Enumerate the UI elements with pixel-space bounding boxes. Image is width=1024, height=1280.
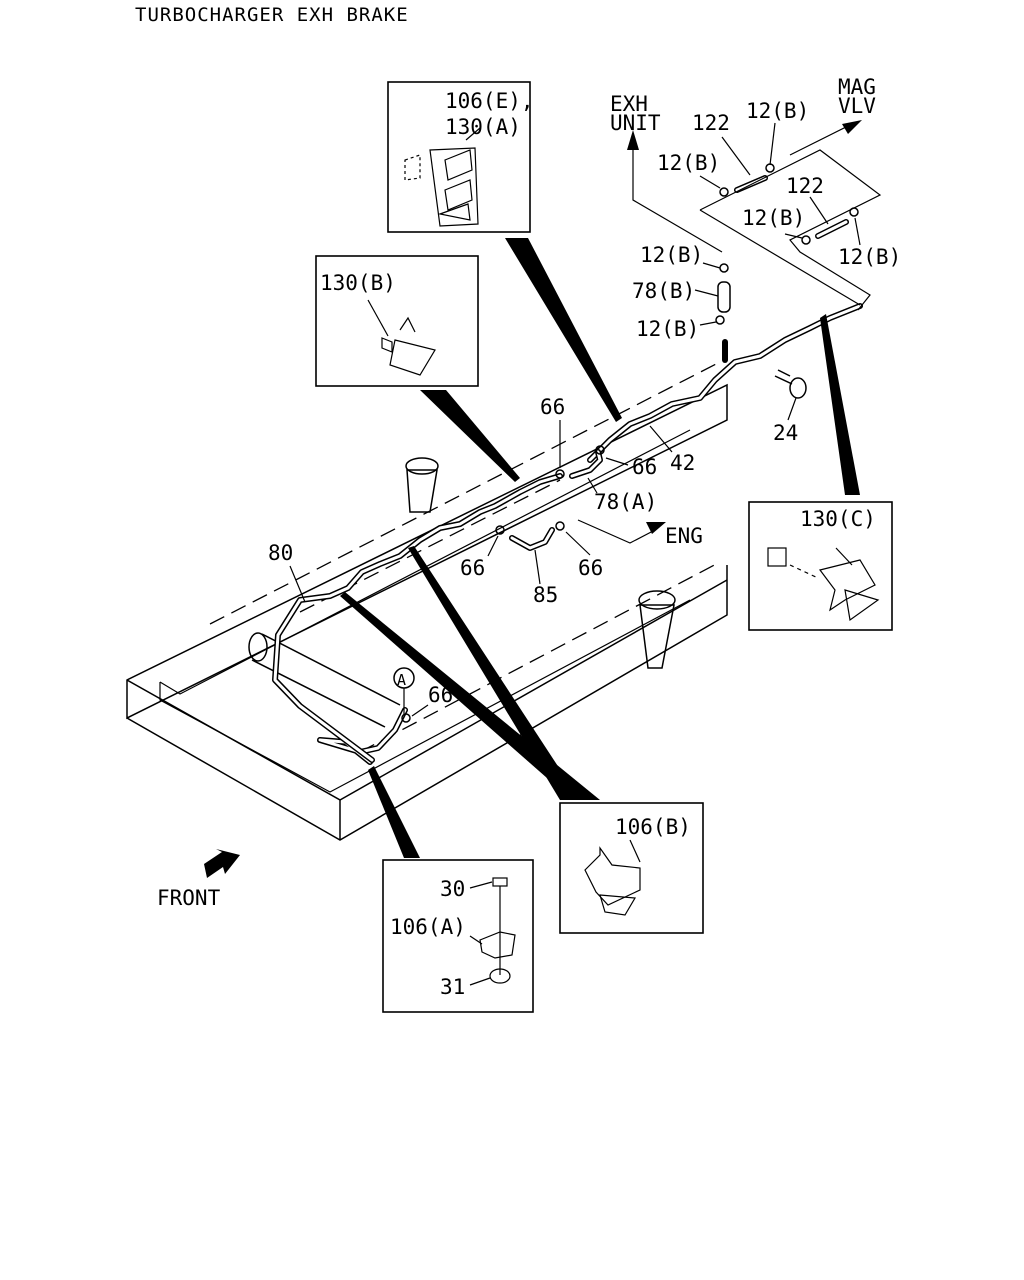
callout-12b-6: 12(B) [636, 317, 699, 341]
mag-vlv-arrow-icon [842, 120, 862, 134]
callout-130b: 130(B) [320, 271, 396, 295]
mag-vlv-label-line2: VLV [838, 94, 876, 118]
callout-42: 42 [670, 451, 695, 475]
callout-labels: EXH UNIT MAG VLV ENG FRONT 106(E), 130(A… [157, 75, 901, 999]
diagram-title: TURBOCHARGER EXH BRAKE [135, 4, 409, 26]
exh-unit-arrow-icon [627, 130, 639, 150]
callout-80: 80 [268, 541, 293, 565]
callout-85: 85 [533, 583, 558, 607]
callout-78b: 78(B) [632, 279, 695, 303]
eng-arrow-icon [646, 522, 666, 534]
vacuum-pipe-42 [587, 303, 863, 463]
detail-box-130b [315, 255, 479, 387]
detail-box-130c [748, 501, 893, 631]
callout-12b-2: 12(B) [657, 151, 720, 175]
vacuum-pipe-80 [272, 473, 563, 765]
eng-label: ENG [665, 524, 703, 548]
callout-66-2: 66 [632, 455, 657, 479]
front-label: FRONT [157, 886, 221, 910]
callout-12b-1: 12(B) [746, 99, 809, 123]
routing-guide-lines [577, 123, 882, 544]
callout-66-4: 66 [578, 556, 603, 580]
ref-a-label: A [397, 671, 406, 689]
callout-66-3: 66 [460, 556, 485, 580]
bolt-24 [774, 369, 807, 399]
callout-106e: 106(E), [445, 89, 534, 113]
callout-66-1: 66 [540, 395, 565, 419]
callout-78a: 78(A) [594, 490, 657, 514]
callout-12b-3: 12(B) [742, 206, 805, 230]
detail-leader-wedges [340, 238, 860, 858]
callout-30: 30 [440, 877, 465, 901]
exh-unit-label-line1: EXH [610, 92, 648, 116]
callout-31: 31 [440, 975, 465, 999]
callout-12b-4: 12(B) [838, 245, 901, 269]
callout-leaders [289, 122, 861, 717]
hose-78b [717, 281, 731, 313]
callout-130c: 130(C) [800, 507, 876, 531]
detail-box-106a-30-31 [382, 859, 534, 1013]
detail-box-106e-130a [387, 81, 531, 233]
callout-106a: 106(A) [390, 915, 466, 939]
callout-122-lower: 122 [786, 174, 824, 198]
callout-106b: 106(B) [615, 815, 691, 839]
detail-box-106b [559, 802, 704, 934]
clip-66-group [401, 445, 605, 723]
chassis-frame [126, 361, 728, 841]
mag-vlv-label-line1: MAG [838, 75, 876, 99]
callout-130a: 130(A) [445, 115, 521, 139]
callout-24: 24 [773, 421, 798, 445]
exh-unit-label-line2: UNIT [610, 111, 661, 135]
front-arrow-icon [204, 849, 240, 878]
callout-66-5: 66 [428, 683, 453, 707]
callout-122-upper: 122 [692, 111, 730, 135]
callout-12b-5: 12(B) [640, 243, 703, 267]
